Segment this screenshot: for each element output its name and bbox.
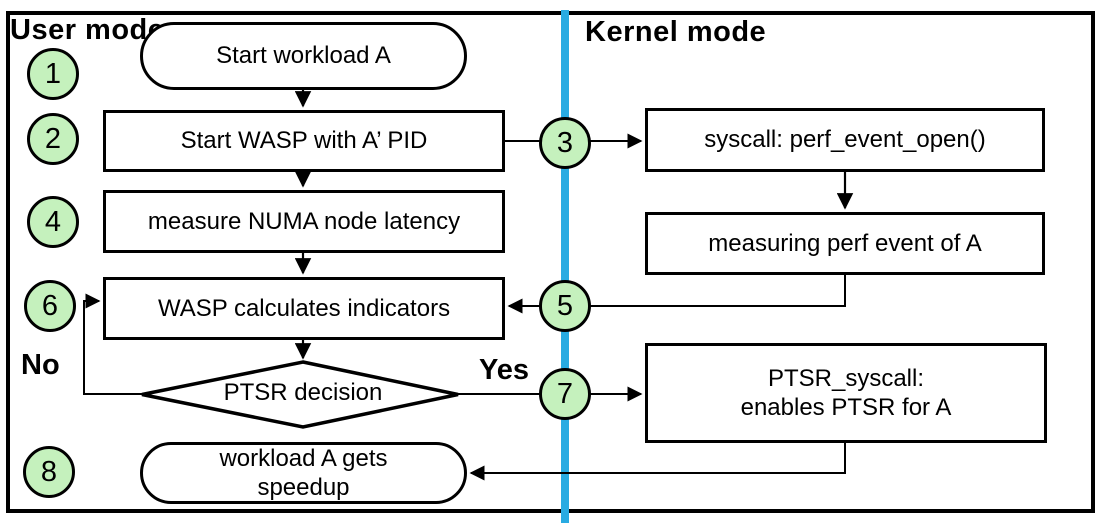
step-badge-7: 7 bbox=[539, 368, 591, 420]
decision-diamond bbox=[141, 360, 459, 429]
mode-divider-line bbox=[561, 10, 569, 523]
step-badge-4: 4 bbox=[27, 196, 79, 248]
node-start-workload: Start workload A bbox=[140, 22, 467, 90]
outer-border bbox=[6, 11, 1095, 513]
node-measuring-perf-event: measuring perf event of A bbox=[645, 212, 1045, 275]
node-wasp-calculates: WASP calculates indicators bbox=[103, 277, 505, 340]
no-branch-label: No bbox=[21, 349, 60, 381]
arrow-ptsr-to-speedup bbox=[469, 443, 846, 481]
step-badge-5: 5 bbox=[539, 280, 591, 332]
kernel-mode-label: Kernel mode bbox=[585, 16, 767, 48]
node-ptsr-syscall: PTSR_syscall: enables PTSR for A bbox=[645, 343, 1047, 443]
step-badge-8: 8 bbox=[23, 446, 75, 498]
user-mode-label: User mode bbox=[10, 14, 165, 46]
yes-branch-label: Yes bbox=[479, 354, 529, 386]
node-ptsr-decision-label: PTSR decision bbox=[223, 379, 383, 406]
node-syscall-perf-event-open: syscall: perf_event_open() bbox=[645, 108, 1045, 172]
step-badge-3: 3 bbox=[539, 117, 591, 169]
node-measure-numa: measure NUMA node latency bbox=[103, 190, 505, 253]
arrow-measuring-to-waspcalc bbox=[507, 275, 846, 314]
step-badge-6: 6 bbox=[24, 280, 76, 332]
step-badge-2: 2 bbox=[27, 113, 79, 165]
node-workload-speedup: workload A gets speedup bbox=[140, 442, 467, 504]
node-start-wasp: Start WASP with A’ PID bbox=[103, 110, 505, 172]
arrow-no-loop bbox=[83, 293, 142, 395]
step-badge-1: 1 bbox=[27, 48, 79, 100]
